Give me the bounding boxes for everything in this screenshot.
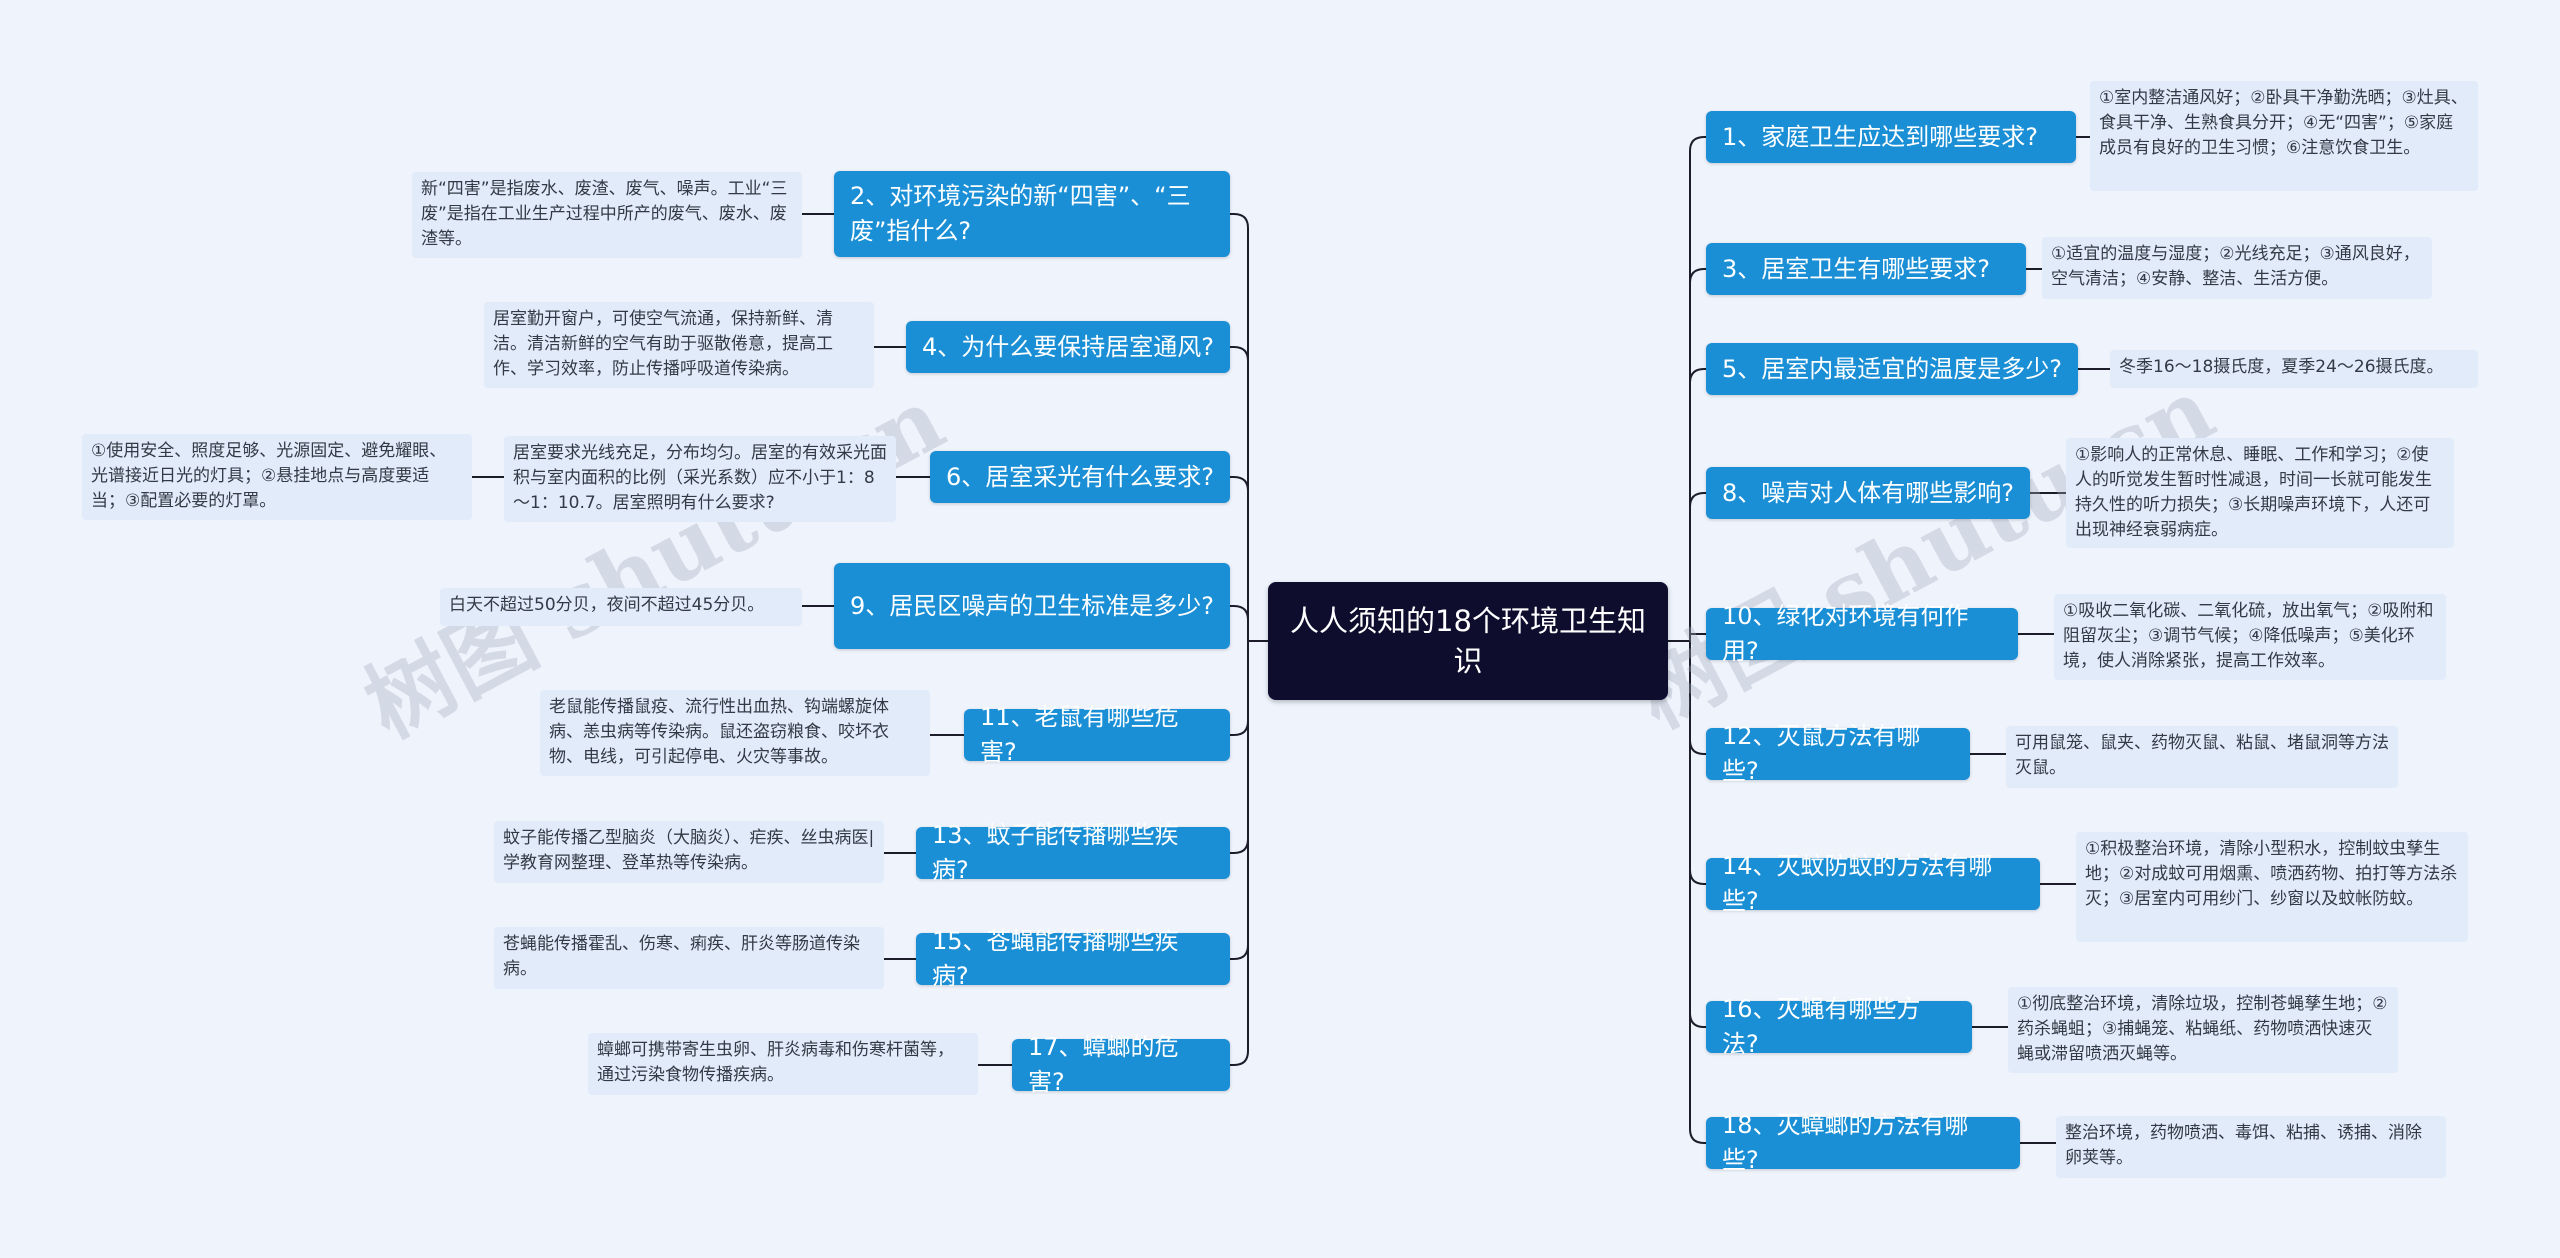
note-r8: ①彻底整治环境，清除垃圾，控制苍蝇孳生地；②药杀蝇蛆；③捕蝇笼、粘蝇纸、药物喷洒… [2008,987,2398,1073]
topic-r8[interactable]: 16、灭蝇有哪些方法? [1706,995,1972,1058]
topic-r6[interactable]: 12、灭鼠方法有哪些? [1706,722,1970,785]
note-l8: 蟑螂可携带寄生虫卵、肝炎病毒和伤寒杆菌等，通过污染食物传播疾病。 [588,1033,978,1095]
connector-left-6 [1230,641,1249,854]
note-r4: ①影响人的正常休息、睡眠、工作和学习；②使人的听觉发生暂时性减退，时间一长就可能… [2066,438,2454,548]
connector-left-5 [1230,641,1249,736]
note-r5: ①吸收二氧化碳、二氧化硫，放出氧气；②吸附和阻留灰尘；③调节气候；④降低噪声；⑤… [2054,594,2446,680]
topic-l1[interactable]: 2、对环境污染的新“四害”、“三废”指什么? [834,171,1230,257]
topic-r3[interactable]: 5、居室内最适宜的温度是多少? [1706,343,2078,395]
root-node[interactable]: 人人须知的18个环境卫生知识 [1268,582,1668,700]
note-l7: 苍蝇能传播霍乱、伤寒、痢疾、肝炎等肠道传染病。 [494,927,884,989]
topic-l7[interactable]: 15、苍蝇能传播哪些疾病? [916,927,1230,990]
note-l6: 蚊子能传播乙型脑炎（大脑炎）、疟疾、丝虫病医|学教育网整理、登革热等传染病。 [494,821,884,883]
topic-r5[interactable]: 10、绿化对环境有何作用? [1706,602,2018,665]
connector-right-4 [1689,492,1706,641]
connector-left-7 [1230,641,1249,960]
connector-left-3 [1230,476,1249,641]
connector-left-2 [1230,346,1249,641]
topic-r7[interactable]: 14、灭蚊防蚊的方法有哪些? [1706,852,2040,915]
connector-right-5 [1689,633,1706,641]
note-l3b: ①使用安全、照度足够、光源固定、避免耀眼、光谱接近日光的灯具；②悬挂地点与高度要… [82,434,472,520]
connector-right-2 [1689,268,1706,641]
connector-right-6 [1689,641,1706,755]
note-r7: ①积极整治环境，清除小型积水，控制蚊虫孳生地；②对成蚊可用烟熏、喷洒药物、拍打等… [2076,832,2468,942]
connector-right-7 [1689,641,1706,885]
connector-right-3 [1689,368,1706,641]
topic-r2[interactable]: 3、居室卫生有哪些要求? [1706,243,2026,295]
topic-l5[interactable]: 11、老鼠有哪些危害? [964,703,1230,766]
topic-l2[interactable]: 4、为什么要保持居室通风? [906,321,1230,373]
note-r2: ①适宜的温度与湿度；②光线充足；③通风良好，空气清洁；④安静、整洁、生活方便。 [2042,237,2432,299]
note-l2: 居室勤开窗户，可使空气流通，保持新鲜、清洁。清洁新鲜的空气有助于驱散倦意，提高工… [484,302,874,388]
topic-l6[interactable]: 13、蚊子能传播哪些疾病? [916,821,1230,884]
connector-left-4 [1230,605,1249,641]
topic-r1[interactable]: 1、家庭卫生应达到哪些要求? [1706,111,2076,163]
note-r1: ①室内整洁通风好；②卧具干净勤洗晒；③灶具、食具干净、生熟食具分开；④无“四害”… [2090,81,2478,191]
note-l4: 白天不超过50分贝，夜间不超过45分贝。 [440,588,802,626]
connector-right-9 [1689,641,1706,1144]
topic-l3[interactable]: 6、居室采光有什么要求? [930,451,1230,503]
note-l5: 老鼠能传播鼠疫、流行性出血热、钩端螺旋体病、恙虫病等传染病。鼠还盗窃粮食、咬坏衣… [540,690,930,776]
note-r9: 整治环境，药物喷洒、毒饵、粘捕、诱捕、消除卵荚等。 [2056,1116,2446,1178]
note-l3a: 居室要求光线充足，分布均匀。居室的有效采光面积与室内面积的比例（采光系数）应不小… [504,436,896,522]
topic-l4[interactable]: 9、居民区噪声的卫生标准是多少? [834,563,1230,649]
note-l1: 新“四害”是指废水、废渣、废气、噪声。工业“三废”是指在工业生产过程中所产的废气… [412,172,802,258]
connector-left-1 [1230,213,1249,641]
topic-r9[interactable]: 18、灭蟑螂的方法有哪些? [1706,1111,2020,1174]
topic-l8[interactable]: 17、蟑螂的危害? [1012,1033,1230,1096]
connector-right-1 [1689,136,1706,641]
note-r6: 可用鼠笼、鼠夹、药物灭鼠、粘鼠、堵鼠洞等方法灭鼠。 [2006,726,2398,788]
note-r3: 冬季16～18摄氏度，夏季24～26摄氏度。 [2110,350,2478,388]
topic-r4[interactable]: 8、噪声对人体有哪些影响? [1706,467,2030,519]
connector-right-8 [1689,641,1706,1028]
connector-left-8 [1230,641,1249,1066]
